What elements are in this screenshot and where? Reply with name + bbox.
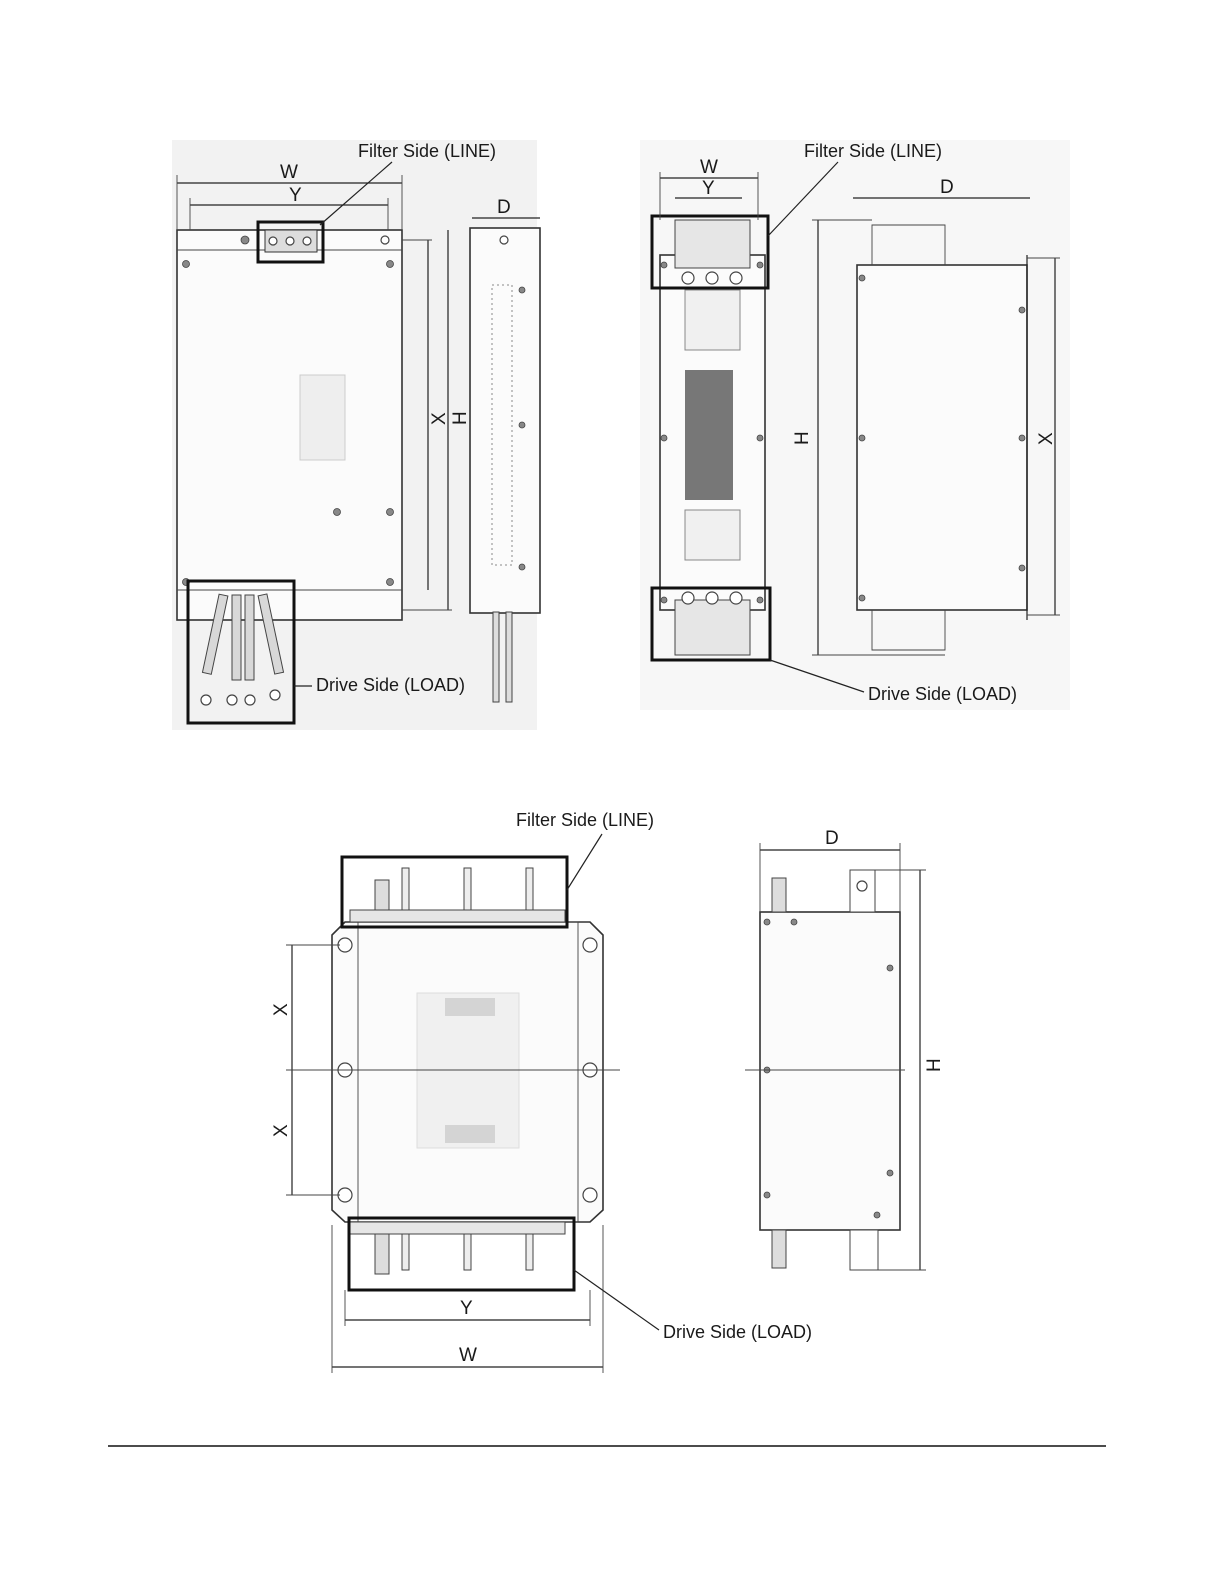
fig3-dim-x-lower: X [271,1124,292,1137]
fig1-dim-w: W [280,162,298,183]
fig2-dim-d: D [940,177,954,198]
fig1-dim-y: Y [289,185,302,206]
fig1-dim-d: D [497,197,511,218]
fig2-dim-h: H [792,431,813,445]
fig3-filter-side-label: Filter Side (LINE) [516,810,654,830]
fig2-dim-x: X [1036,432,1057,445]
fig3-dim-d: D [825,828,839,849]
fig3-drive-side-label: Drive Side (LOAD) [663,1322,812,1342]
fig1-dim-h: H [450,411,471,425]
fig3-dim-x-upper: X [271,1003,292,1016]
fig2-filter-side-label: Filter Side (LINE) [804,141,942,161]
figure-2-book-style: W Y D H X Filter Side (LINE) Drive Side … [640,140,1070,710]
fig2-dim-y: Y [702,178,715,199]
fig1-dim-x: X [429,412,450,425]
figure-3-chassis-style: X X Y W D H Filter Si [271,810,945,1373]
fig3-dim-w: W [459,1345,477,1366]
fig1-drive-side-label: Drive Side (LOAD) [316,675,465,695]
fig2-dim-w: W [700,157,718,178]
fig3-dim-h: H [924,1058,945,1072]
figure-1-front-view: W Y X H D Filter Side (LINE) Drive Side … [172,140,540,730]
fig3-dim-y: Y [460,1298,473,1319]
fig1-filter-side-label: Filter Side (LINE) [358,141,496,161]
fig2-drive-side-label: Drive Side (LOAD) [868,684,1017,704]
